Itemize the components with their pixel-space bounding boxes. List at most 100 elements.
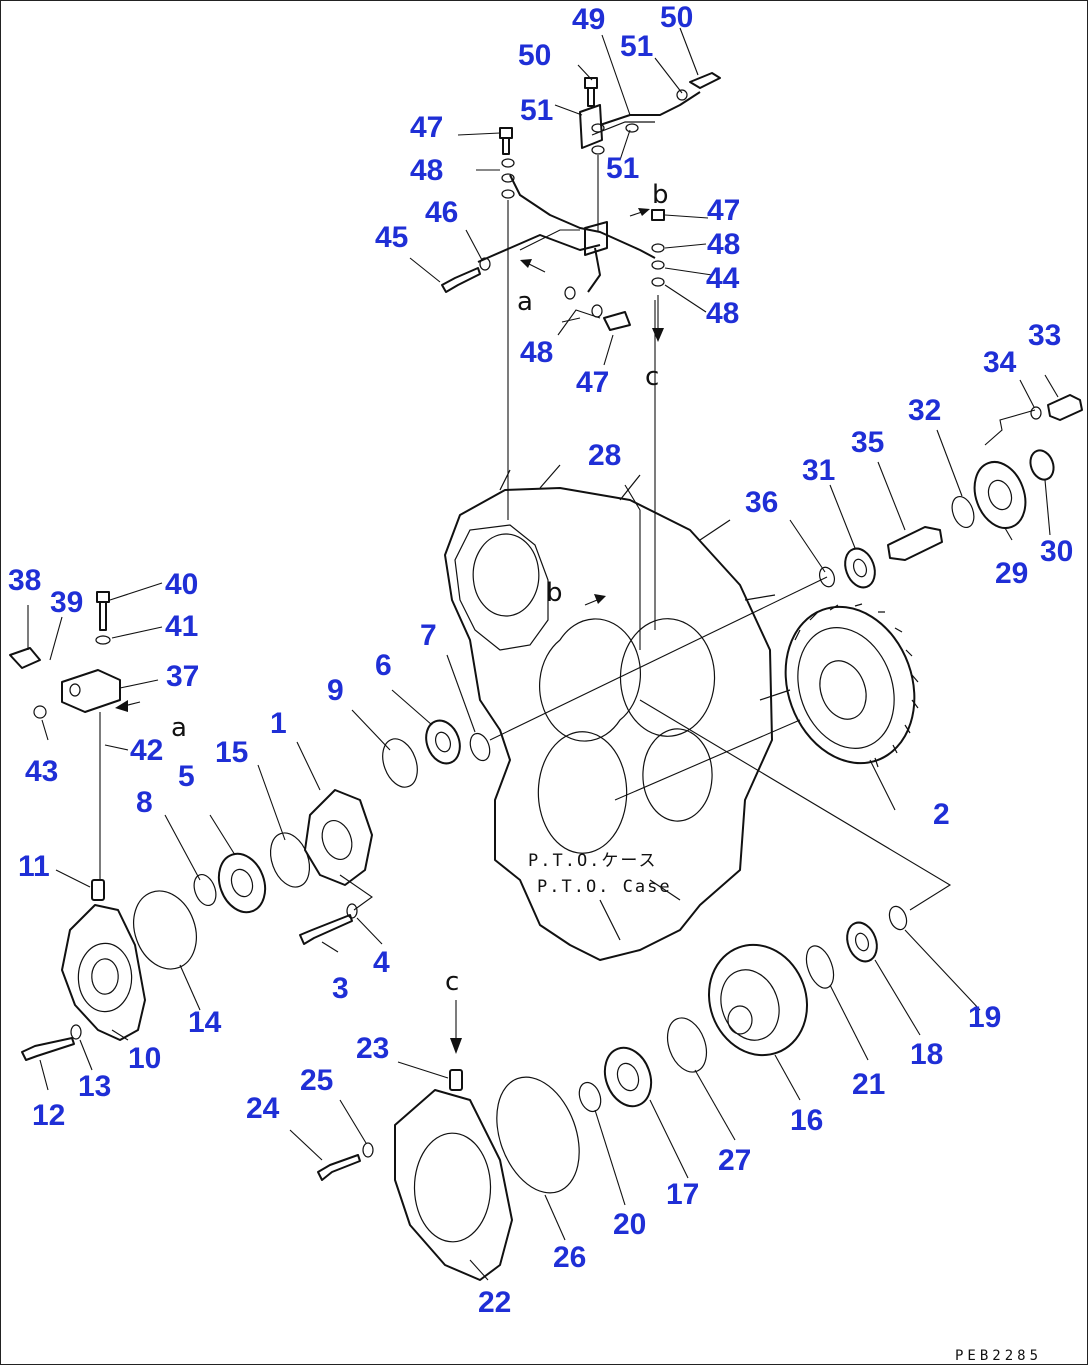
bolt-50 [584, 72, 721, 107]
callout-35: 35 [851, 426, 884, 459]
shaft-35 [887, 526, 943, 561]
callout-33: 33 [1028, 319, 1061, 352]
callout-43: 43 [25, 755, 58, 788]
flow-letter-labels: a a b b c c [171, 180, 669, 997]
drawing-code: PEB2285 [955, 1348, 1042, 1364]
callout-32: 32 [908, 394, 941, 427]
callout-51b: 51 [620, 30, 653, 63]
callout-14: 14 [188, 1006, 222, 1039]
callout-11: 11 [18, 850, 50, 883]
callout-6: 6 [375, 649, 392, 682]
seal-30 [1029, 449, 1055, 481]
bolt-40 [96, 591, 110, 631]
callout-51c: 51 [606, 152, 639, 185]
callout-50: 50 [518, 39, 551, 72]
callout-4: 4 [373, 946, 390, 979]
case-label-jp: P.T.O.ケース [528, 851, 658, 871]
washer-4 [346, 903, 358, 919]
callout-22: 22 [478, 1286, 511, 1319]
callout-2: 2 [933, 798, 950, 831]
snap-ring-19 [888, 905, 908, 931]
callout-30: 30 [1040, 535, 1073, 568]
callout-47b: 47 [707, 194, 740, 227]
bearing-18 [846, 921, 878, 963]
callout-16: 16 [790, 1104, 823, 1137]
flow-label-b-case: b [546, 578, 563, 608]
washer-13 [70, 1024, 82, 1040]
callout-15: 15 [215, 736, 248, 769]
bearing-17 [603, 1046, 653, 1108]
callout-46: 46 [425, 196, 458, 229]
gasket-26 [496, 1076, 580, 1194]
callout-41: 41 [165, 610, 198, 643]
callout-48b: 48 [707, 228, 740, 261]
flow-arrows [115, 208, 664, 1054]
gear-2 [784, 603, 919, 768]
callout-50b: 50 [660, 1, 693, 34]
pipe-main [477, 174, 656, 293]
gear-16 [707, 943, 809, 1057]
flow-label-a-left: a [171, 713, 187, 743]
flow-label-b-top: b [652, 180, 669, 210]
callout-34: 34 [983, 346, 1017, 379]
bearing-6 [425, 719, 461, 765]
callout-40: 40 [165, 568, 198, 601]
callout-25: 25 [300, 1064, 333, 1097]
callout-1: 1 [270, 707, 287, 740]
callout-51: 51 [520, 94, 553, 127]
callout-10: 10 [128, 1042, 161, 1075]
callout-29: 29 [995, 557, 1028, 590]
callout-13: 13 [78, 1070, 111, 1103]
callout-37: 37 [166, 660, 199, 693]
callout-17: 17 [666, 1178, 699, 1211]
snap-ring-15 [269, 832, 311, 888]
o-ring-32 [951, 495, 975, 529]
bracket-51 [579, 104, 603, 149]
case-label-en: P.T.O. Case [537, 877, 672, 897]
callout-7: 7 [420, 619, 437, 652]
washer-41 [95, 635, 111, 645]
callout-31: 31 [802, 454, 835, 487]
callout-44: 44 [706, 262, 740, 295]
block-37 [61, 669, 121, 713]
plug-43 [33, 705, 47, 719]
cover-10 [61, 904, 146, 1041]
callout-48: 48 [410, 154, 443, 187]
assembly-lines [99, 155, 1036, 911]
callout-19: 19 [968, 1001, 1001, 1034]
flow-label-a-top: a [517, 287, 533, 317]
bolt-24 [317, 1154, 361, 1181]
snap-ring-20 [578, 1081, 602, 1113]
callout-27: 27 [718, 1144, 751, 1177]
cover-22 [394, 1089, 513, 1281]
callout-48d: 48 [520, 336, 553, 369]
callout-47c: 47 [576, 366, 609, 399]
callout-42: 42 [130, 734, 163, 767]
bolt-12 [21, 1037, 75, 1061]
callout-23: 23 [356, 1032, 389, 1065]
washer-25 [362, 1142, 374, 1158]
elbow-38 [9, 647, 41, 669]
retainer-1 [304, 789, 373, 886]
snap-ring-7 [469, 732, 491, 762]
callout-18: 18 [910, 1038, 943, 1071]
fitting-11 [91, 879, 105, 901]
snap-ring-8 [193, 873, 217, 907]
gasket-14 [133, 890, 197, 970]
callout-36: 36 [745, 486, 778, 519]
callout-12: 12 [32, 1099, 65, 1132]
snap-ring-9 [382, 738, 418, 788]
fitting-23 [449, 1069, 463, 1091]
callout-49: 49 [572, 3, 605, 36]
pto-case [444, 464, 791, 961]
block-44 [584, 221, 608, 256]
callout-26: 26 [553, 1241, 586, 1274]
cover-29 [973, 461, 1027, 529]
bearing-31 [844, 547, 876, 589]
callout-39: 39 [50, 586, 83, 619]
callout-24: 24 [246, 1092, 280, 1125]
pipe-49 [591, 91, 701, 136]
callout-47: 47 [410, 111, 443, 144]
